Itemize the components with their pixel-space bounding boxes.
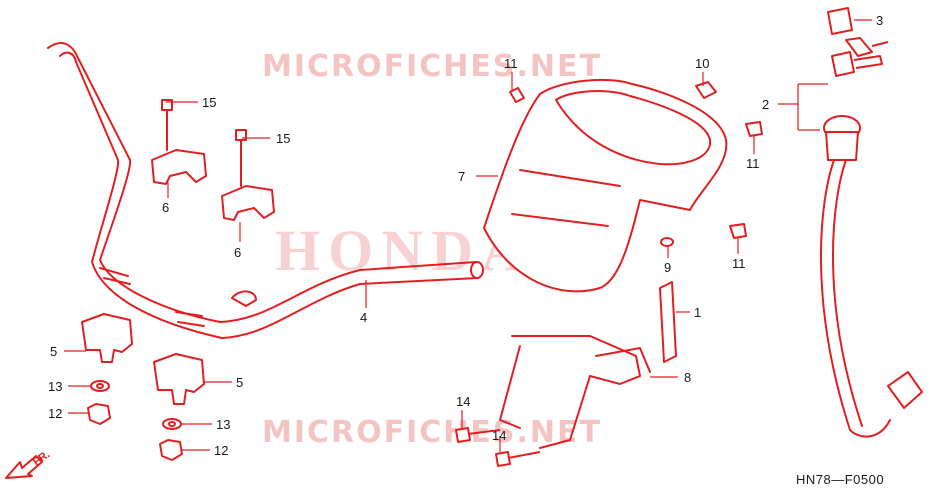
- upper-holder-right: [221, 129, 275, 221]
- callout-4: 4: [360, 310, 367, 325]
- callout-5-b: 5: [236, 375, 243, 390]
- callout-9: 9: [664, 260, 671, 275]
- callout-14-b: 14: [492, 428, 506, 443]
- watermark-bottom: MICROFICHES.NET: [262, 415, 602, 450]
- lower-holder-right: [153, 353, 205, 405]
- callout-8: 8: [684, 370, 691, 385]
- nut-9: [660, 237, 674, 247]
- tube: [659, 281, 677, 363]
- callout-2: 2: [762, 97, 769, 112]
- callout-6-b: 6: [234, 245, 241, 260]
- callout-7: 7: [458, 169, 465, 184]
- nut-left: [87, 403, 111, 425]
- screw-b: [745, 121, 763, 137]
- callout-3: 3: [876, 13, 883, 28]
- washer-left: [90, 380, 110, 392]
- callout-13-a: 13: [48, 379, 62, 394]
- callout-15-a: 15: [202, 95, 216, 110]
- callout-11-a: 11: [504, 56, 518, 71]
- washer-right: [162, 418, 182, 430]
- nut-right: [159, 439, 183, 461]
- callout-12-a: 12: [48, 406, 62, 421]
- diagram-code: HN78—F0500: [796, 472, 884, 487]
- callout-11-b: 11: [746, 156, 760, 171]
- callout-13-b: 13: [216, 417, 230, 432]
- upper-holder-left: [151, 99, 207, 185]
- screw-c: [729, 223, 747, 239]
- leader-lines: [64, 19, 872, 452]
- handlebar-cover: [483, 78, 728, 293]
- bolt-a: [455, 427, 501, 443]
- callout-14-a: 14: [456, 394, 470, 409]
- callout-5-a: 5: [50, 344, 57, 359]
- ignition-switch: [819, 115, 923, 438]
- callout-6-a: 6: [162, 200, 169, 215]
- watermark-top: MICROFICHES.NET: [262, 49, 602, 84]
- handlebar: [47, 42, 484, 339]
- callout-1: 1: [694, 305, 701, 320]
- front-indicator: FR.: [5, 448, 52, 479]
- clip: [695, 81, 717, 99]
- bolt-b: [495, 451, 541, 467]
- ignition-key: [827, 7, 889, 77]
- callout-10: 10: [695, 56, 709, 71]
- callout-15-b: 15: [276, 131, 290, 146]
- lower-holder-left: [81, 313, 133, 363]
- callout-12-b: 12: [214, 443, 228, 458]
- cover-bracket: [499, 335, 651, 449]
- callout-11-c: 11: [732, 256, 746, 271]
- screw-a: [509, 87, 525, 103]
